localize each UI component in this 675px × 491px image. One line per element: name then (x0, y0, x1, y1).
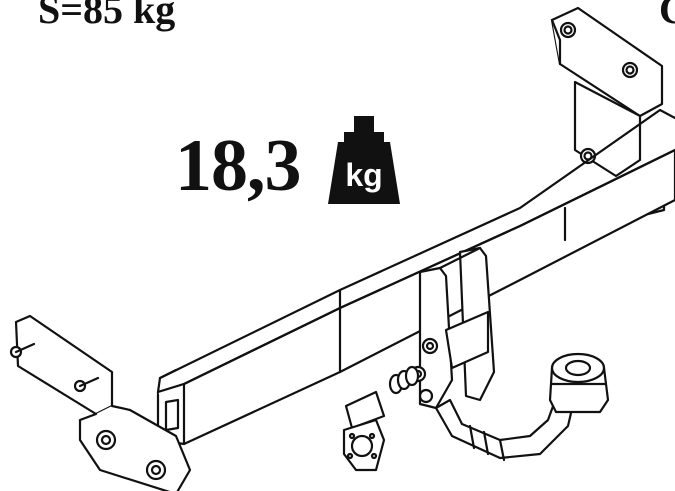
weight-unit: kg (345, 157, 383, 193)
tow-ball (548, 352, 610, 414)
neck-mount-plate (409, 246, 496, 410)
socket-plate (342, 390, 386, 472)
static-load-label: S=85 kg (38, 0, 176, 32)
weight-icon (328, 116, 400, 204)
corner-glyph: C (659, 0, 675, 32)
weight-value: 18,3 (175, 125, 301, 207)
left-mounting-bracket (9, 314, 192, 491)
cross-beam (156, 108, 675, 446)
spring-assembly (388, 365, 434, 404)
